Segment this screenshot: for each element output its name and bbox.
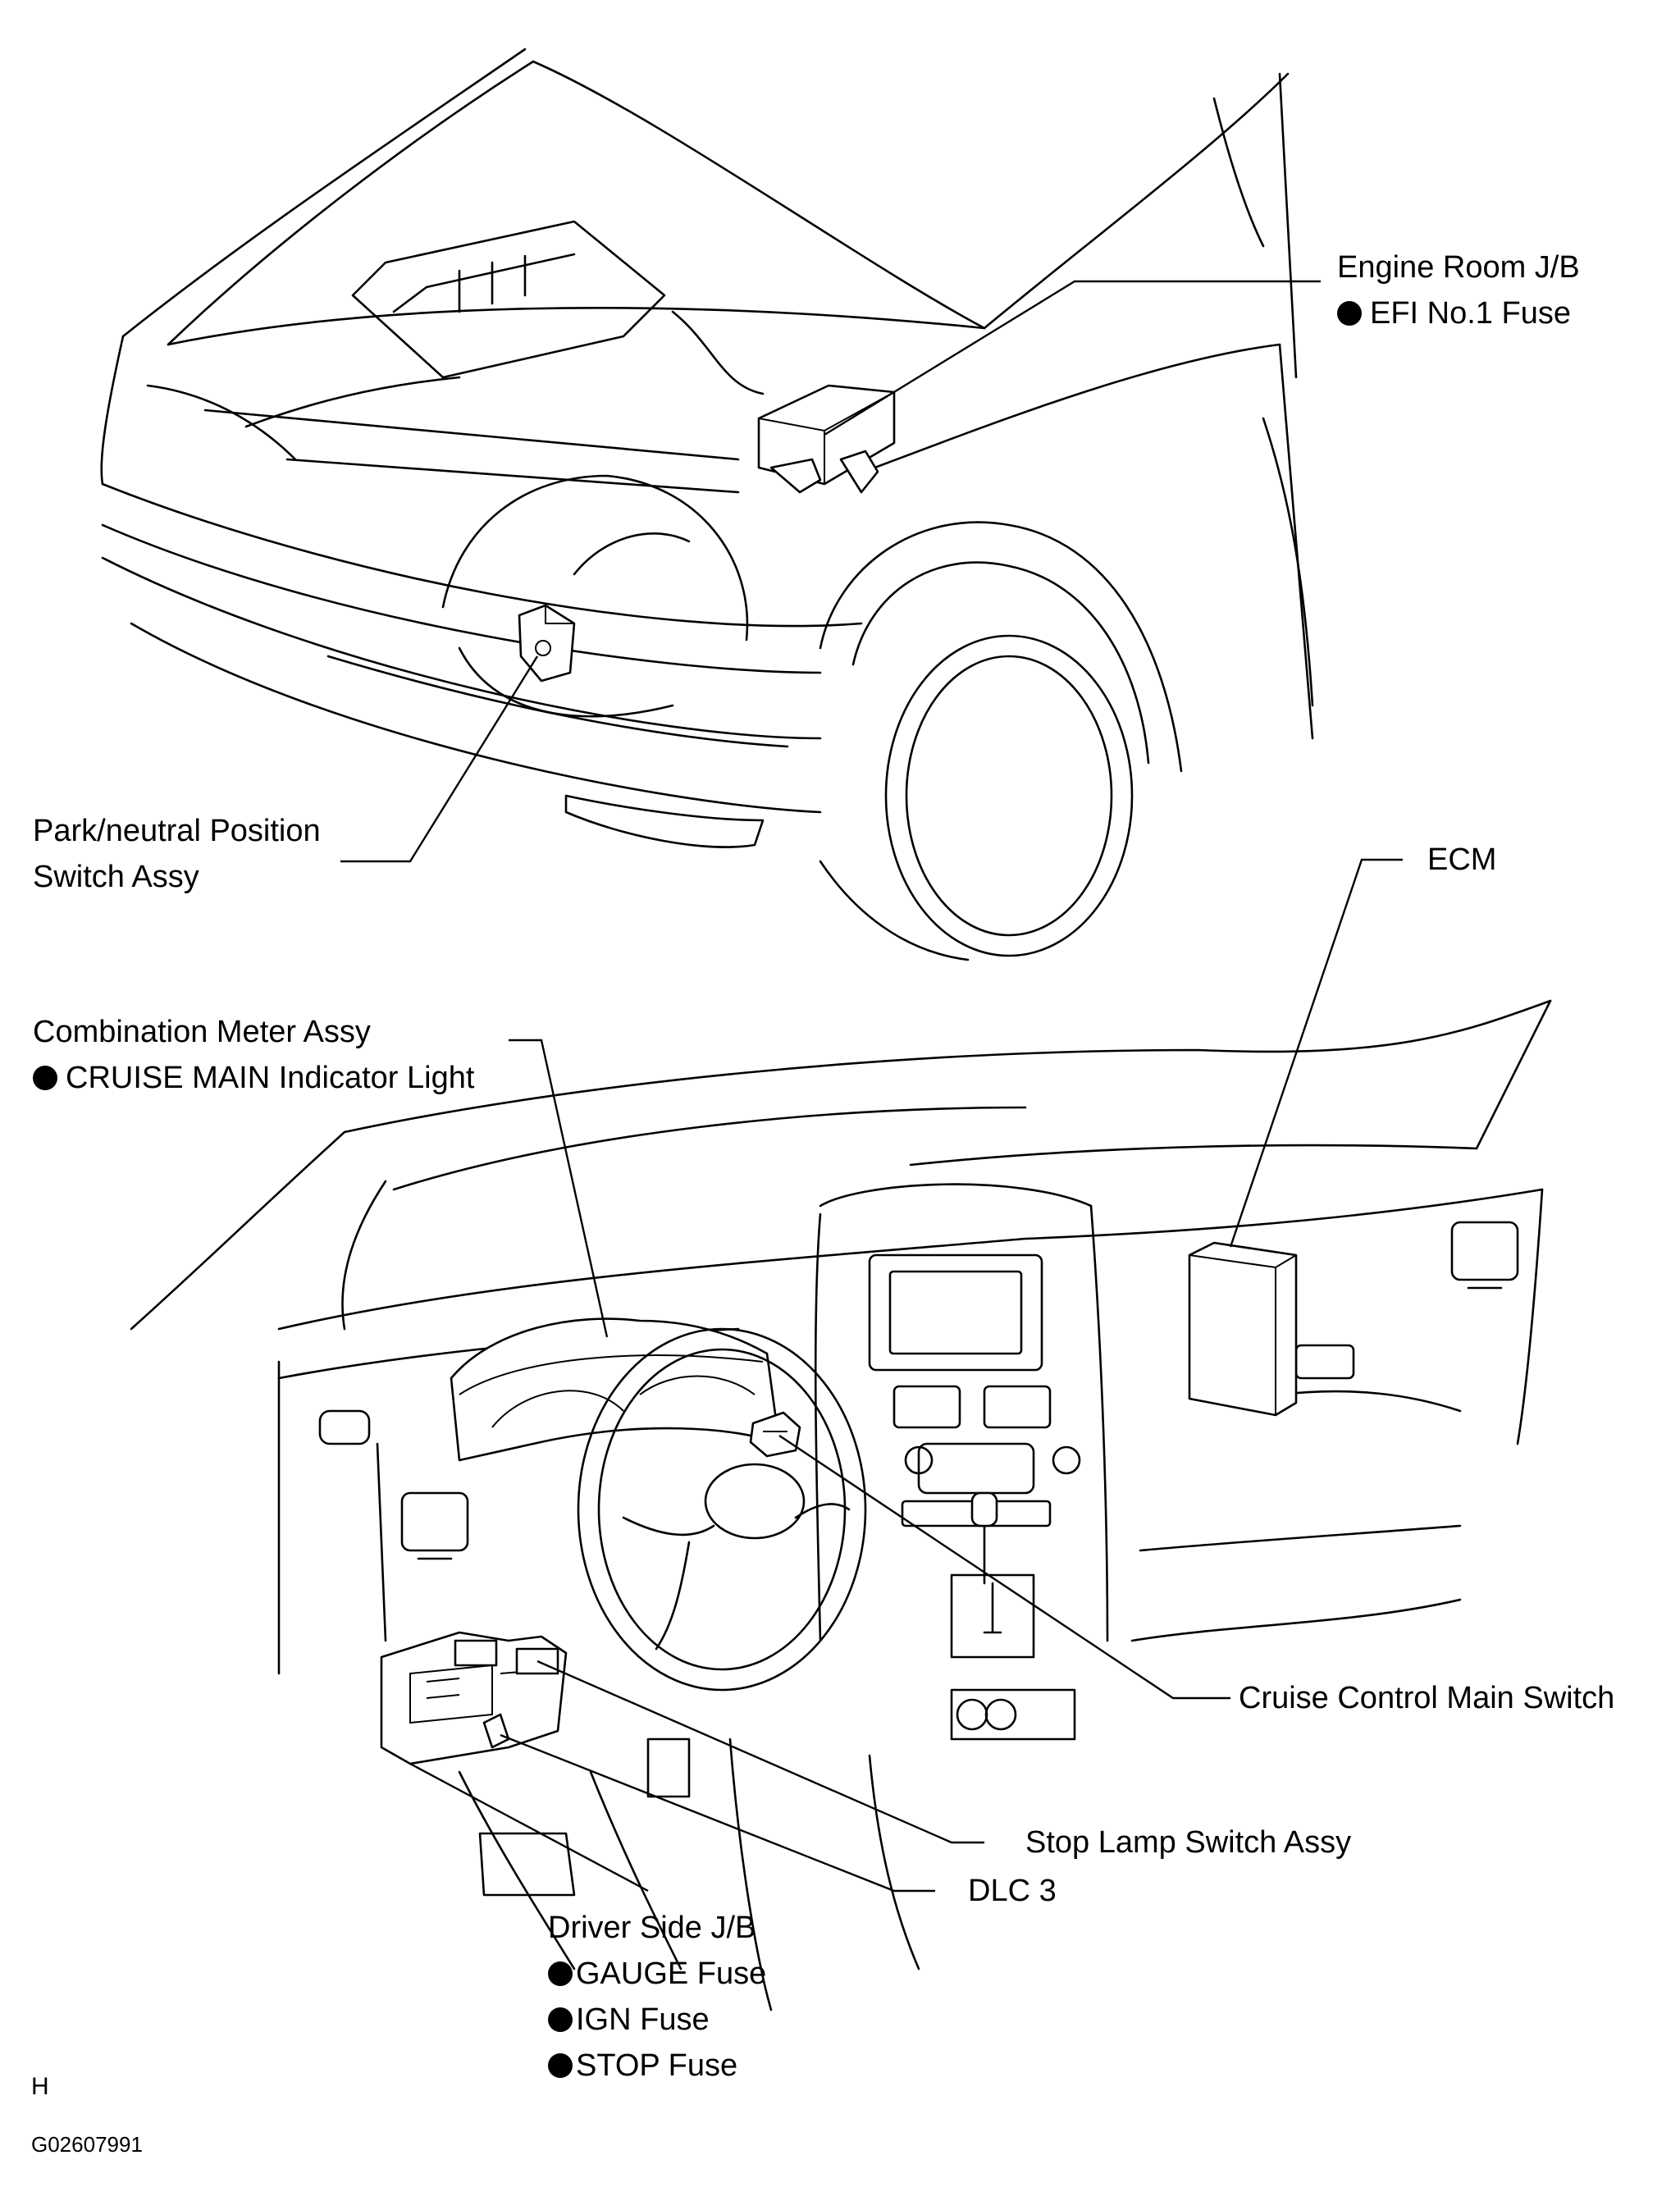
bullet-icon — [548, 2053, 573, 2078]
callout-leaders — [340, 280, 1403, 1893]
stop-fuse-label: STOP Fuse — [576, 2048, 738, 2083]
combination-meter-label: Combination Meter Assy CRUISE MAIN Indic… — [33, 1009, 474, 1101]
bullet-icon — [1337, 301, 1362, 326]
cruise-control-switch-part — [749, 1411, 801, 1458]
engine-room-jb-part — [757, 384, 896, 494]
bullet-icon — [548, 2007, 573, 2032]
stop-lamp-switch-label: Stop Lamp Switch Assy — [1025, 1825, 1352, 1860]
vehicle-front-illustration — [100, 48, 1314, 961]
engine-room-jb-label: Engine Room J/B EFI No.1 Fuse — [1337, 244, 1580, 336]
efi-fuse-label: EFI No.1 Fuse — [1370, 296, 1571, 331]
section-letter: H — [31, 2073, 49, 2100]
engine-room-jb-title: Engine Room J/B — [1337, 250, 1580, 285]
ecm-part — [1188, 1241, 1298, 1417]
dlc3-label: DLC 3 — [968, 1874, 1057, 1908]
driver-side-jb-label: Driver Side J/B GAUGE Fuse IGN Fuse STOP… — [548, 1905, 766, 2089]
instrument-panel-illustration — [130, 999, 1552, 2011]
ecm-label: ECM — [1427, 842, 1497, 877]
cruise-control-switch-label: Cruise Control Main Switch — [1239, 1681, 1615, 1715]
bullet-icon — [33, 1066, 57, 1090]
combination-meter-title: Combination Meter Assy — [33, 1015, 371, 1049]
gauge-fuse-label: GAUGE Fuse — [576, 1957, 767, 1991]
cruise-main-light-label: CRUISE MAIN Indicator Light — [66, 1061, 475, 1095]
park-neutral-line-2: Switch Assy — [33, 860, 199, 894]
ign-fuse-label: IGN Fuse — [576, 2002, 710, 2037]
driver-side-jb-part — [380, 1631, 568, 1765]
bullet-icon — [548, 1961, 573, 1986]
park-neutral-switch-part — [518, 604, 576, 683]
driver-side-jb-title: Driver Side J/B — [548, 1911, 756, 1945]
steering-wheel-part — [577, 1327, 867, 1692]
park-neutral-line-1: Park/neutral Position — [33, 814, 321, 848]
figure-code: G02607991 — [31, 2132, 143, 2157]
park-neutral-switch-label: Park/neutral Position Switch Assy — [33, 808, 321, 900]
